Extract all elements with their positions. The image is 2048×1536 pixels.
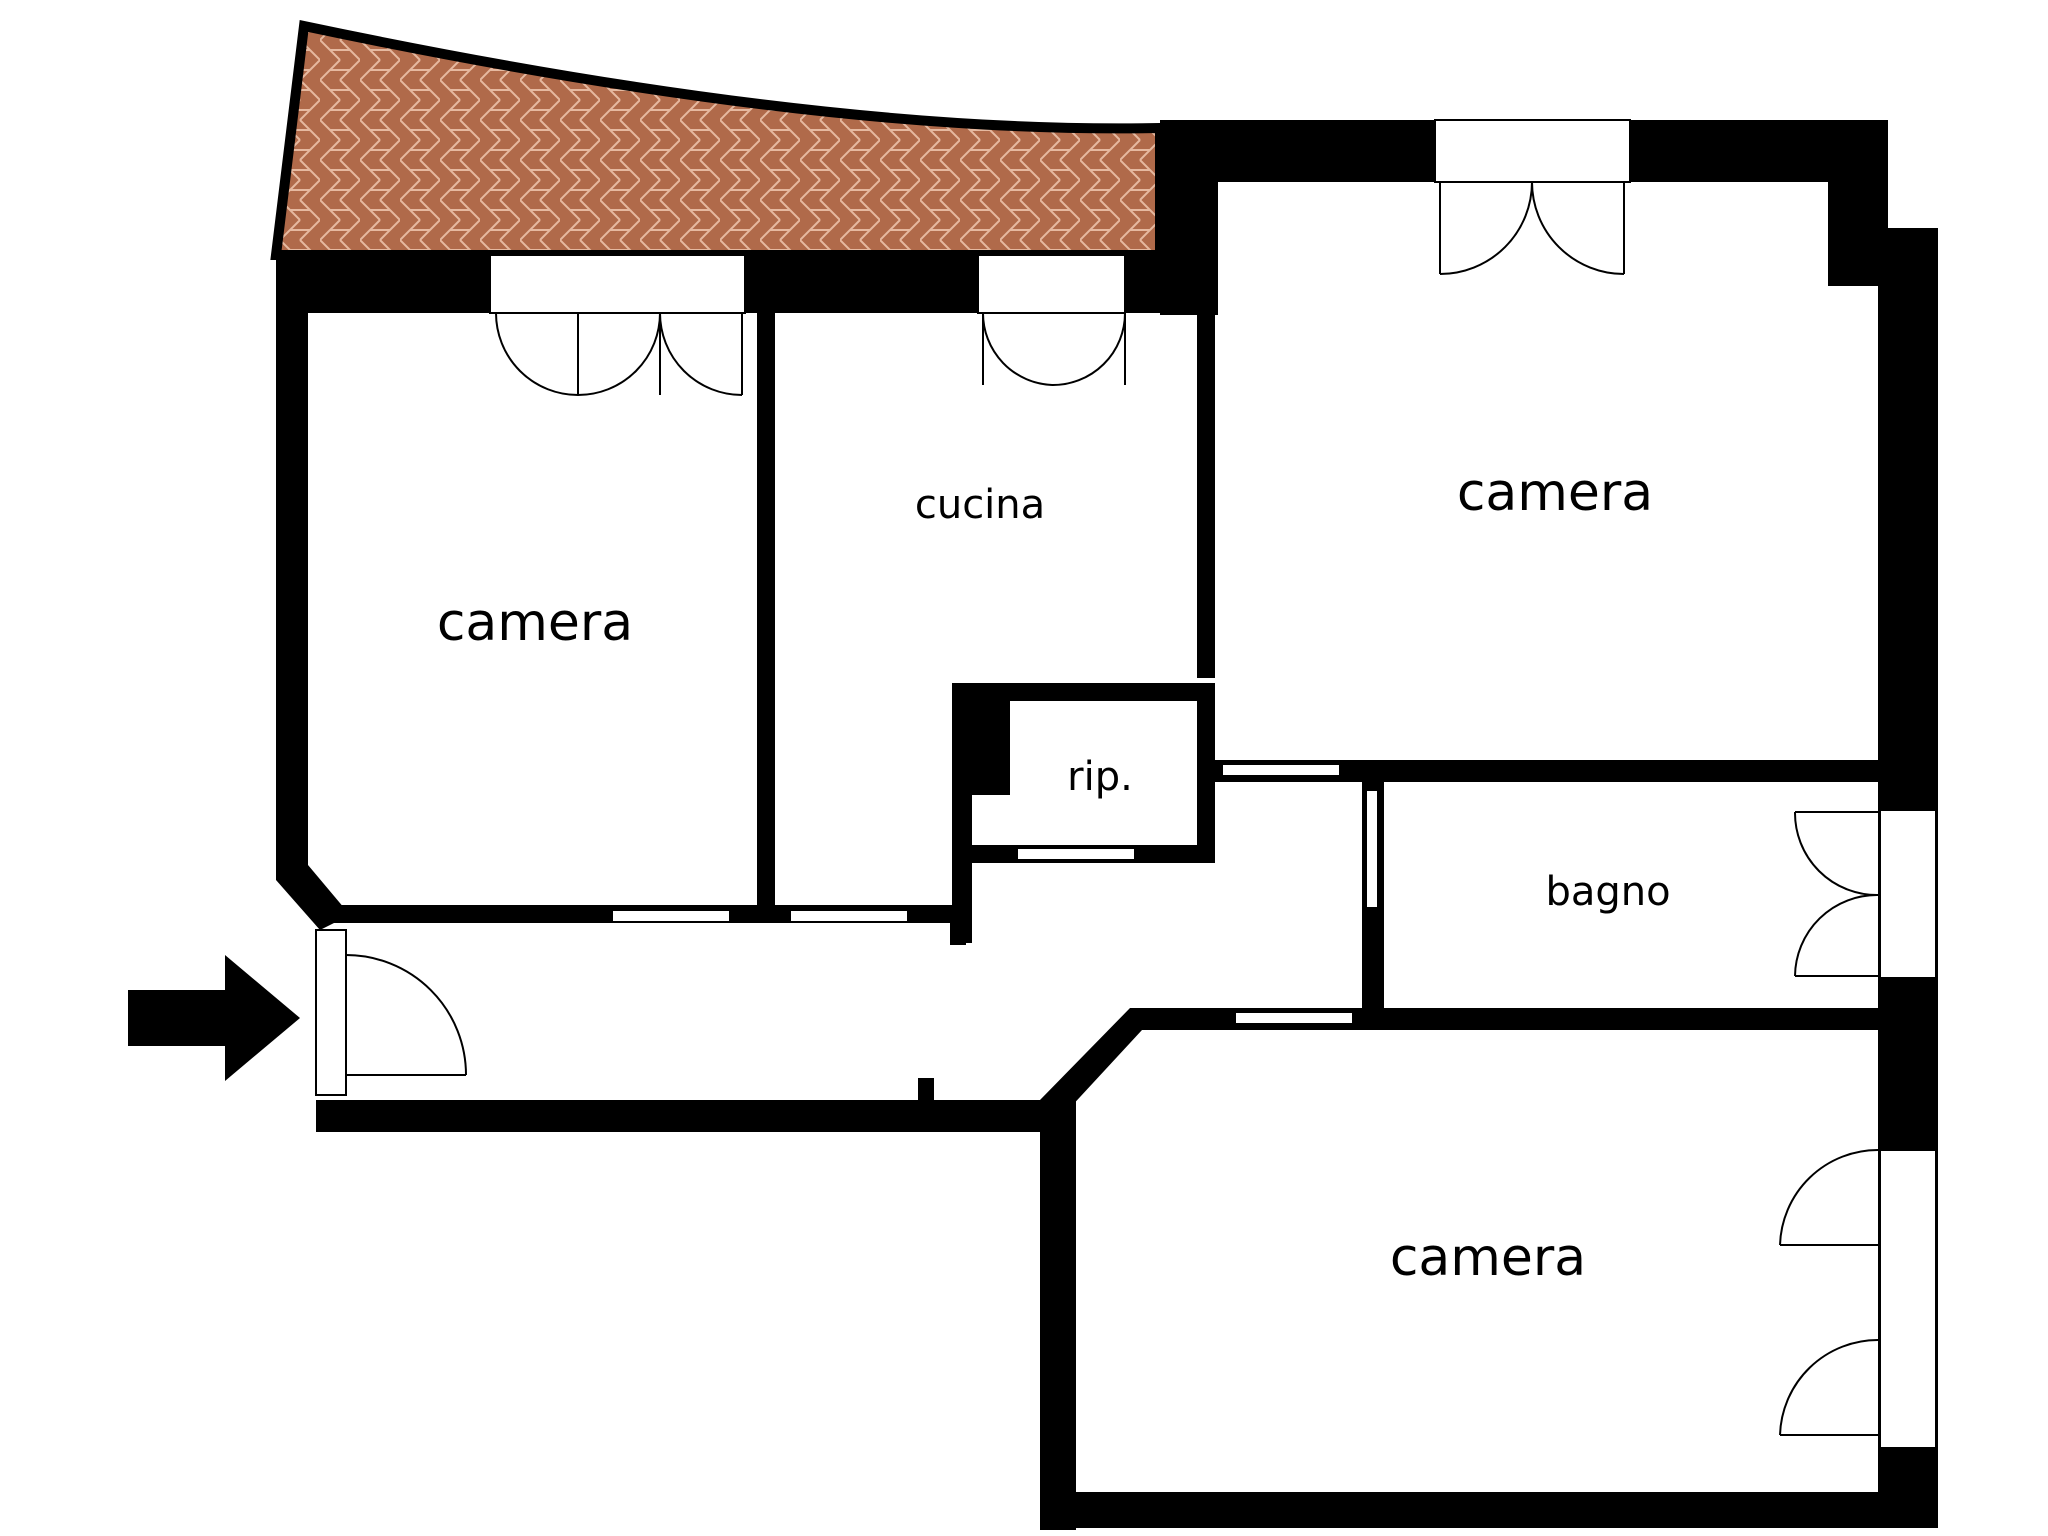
arrow-right-icon [128, 955, 300, 1081]
walls [276, 120, 1938, 1530]
terrace-tiled-area [270, 19, 1165, 260]
door-swings [345, 181, 1879, 1436]
room-label-bagno: bagno [1545, 869, 1670, 915]
room-label-ripostiglio: rip. [1067, 754, 1133, 800]
room-label-camera-west: camera [437, 593, 633, 653]
room-label-camera-north-east: camera [1457, 463, 1653, 523]
room-label-camera-south-east: camera [1390, 1228, 1586, 1288]
room-label-cucina: cucina [915, 482, 1045, 528]
